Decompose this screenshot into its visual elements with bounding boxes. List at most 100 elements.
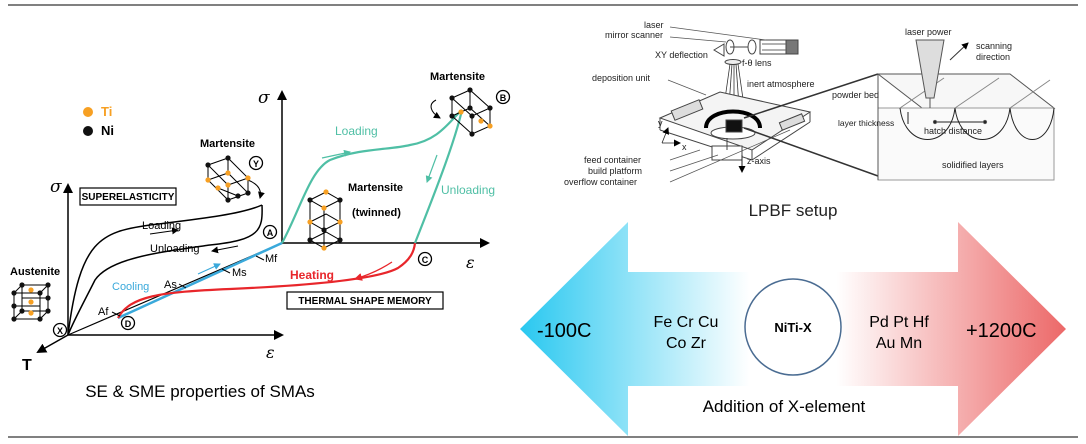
austenite-crystal [11,282,51,322]
nitix-circle [744,278,842,376]
se-unloading-label: Unloading [150,243,200,255]
legend: Ti Ni [83,104,114,138]
sigma-label-front: σ [50,177,62,197]
xy-deflection-label: XY deflection [655,50,708,60]
af-label: Af [98,306,109,318]
zoom-line-top [743,73,879,119]
scanning-direction-arrow [949,42,969,61]
hot-elements-row2: Au Mn [876,335,922,352]
ms-label: Ms [232,267,247,279]
mf-label: Mf [265,253,278,265]
ti-legend-label: Ti [101,104,112,119]
point-b: B [495,89,511,105]
laser-leader [669,26,767,41]
thermal-shape-memory-box: THERMAL SHAPE MEMORY [286,291,444,310]
tw-unloading-label: Unloading [441,183,495,197]
point-c: C [417,251,433,267]
z-axis-label: z-axis [747,156,771,166]
martensite-y-pointer [247,179,265,199]
martensite-twinned-label-1: Martensite [348,182,403,194]
cooling-line [117,241,283,320]
feed-container-label: feed container [584,155,641,165]
ni-legend-label: Ni [101,123,114,138]
se-loading-curve [67,204,263,336]
se-unloading-curve [67,204,263,336]
feed-leader [669,149,701,161]
point-x: X [52,322,68,338]
se-loading-label: Loading [142,220,181,232]
svg-text:THERMAL SHAPE MEMORY: THERMAL SHAPE MEMORY [298,296,432,307]
deposition-leader [667,79,707,96]
t-axis [36,334,69,353]
y-axis-arrow [661,127,670,144]
af-tick [111,311,121,317]
martensite-b-crystal [449,87,493,137]
temperature-arrow: -100C +1200C Fe Cr Cu Co Zr Pd Pt Hf Au … [520,222,1066,436]
point-d: D [120,315,136,331]
svg-text:D: D [125,319,132,329]
ti-legend-dot [83,107,93,117]
layer-thickness-label: layer thickness [838,118,894,128]
f-theta-lens-shape [724,59,742,65]
se-sme-diagram: σ σ ε ε T Loading Unloading Cooling Heat… [10,71,511,401]
heating-curve [117,242,417,319]
overflow-container-label: overflow container [564,177,637,187]
se-unloading-arrow [211,245,239,254]
right-temperature: +1200C [966,320,1037,342]
superelasticity-box: SUPERELASTICITY [79,187,177,206]
powder-bed-detail [876,39,1056,181]
x-axis-label: x [682,142,687,152]
martensite-b-pointer [430,99,441,119]
hatch-distance-label: hatch distance [924,126,982,136]
point-y: Y [248,155,264,171]
nitix-label: NiTi-X [774,320,812,335]
laser-power-label: laser power [905,27,952,37]
build-platform-label: build platform [588,166,642,176]
svg-text:A: A [267,228,274,238]
ms-tick [221,268,231,274]
svg-text:Y: Y [253,159,259,169]
build-chamber [658,91,812,161]
deposition-unit-label: deposition unit [592,73,651,83]
scanning-label-2: direction [976,52,1010,62]
platform-leader [669,154,719,172]
zoom-line-bottom [743,127,879,177]
laser-unit [730,39,799,55]
epsilon-label-front: ε [266,343,275,362]
as-tick [178,283,187,289]
lpbf-setup: laser mirror scanner XY deflection f-θ l… [564,20,1056,220]
heating-label: Heating [290,268,334,282]
martensite-twinned-label-2: (twinned) [352,207,401,219]
tw-loading-curve [281,109,463,244]
svg-text:X: X [57,326,63,336]
svg-text:SUPERELASTICITY: SUPERELASTICITY [82,192,175,203]
mirror-scanner-label: mirror scanner [605,30,663,40]
tw-unloading-arrow [425,154,438,183]
lpbf-caption: LPBF setup [749,201,838,220]
tw-loading-arrow [321,149,351,159]
tw-unloading-curve [413,109,464,244]
scanner-leader [669,36,727,43]
sigma-label-back: σ [258,88,270,108]
cold-elements-row2: Co Zr [666,335,707,352]
powder-bed-label: powder bed [832,90,879,100]
left-temperature: -100C [537,320,591,342]
martensite-twinned-crystal [307,189,343,251]
inert-atmosphere-label: inert atmosphere [747,79,815,89]
martensite-y-label: Martensite [200,138,255,150]
cooling-label: Cooling [112,281,149,293]
ni-legend-dot [83,126,93,136]
as-label: As [164,279,177,291]
cold-elements-row1: Fe Cr Cu [654,314,719,331]
arrow-caption: Addition of X-element [703,397,866,416]
point-a: A [262,224,278,240]
se-loading-arrow [149,227,179,235]
scanning-label-1: scanning [976,41,1012,51]
mf-tick [255,255,265,261]
f-theta-label: f-θ lens [742,58,772,68]
martensite-b-label: Martensite [430,71,485,83]
laser-label: laser [644,20,664,30]
t-axis-label: T [22,357,32,374]
overflow-leader [669,129,791,183]
